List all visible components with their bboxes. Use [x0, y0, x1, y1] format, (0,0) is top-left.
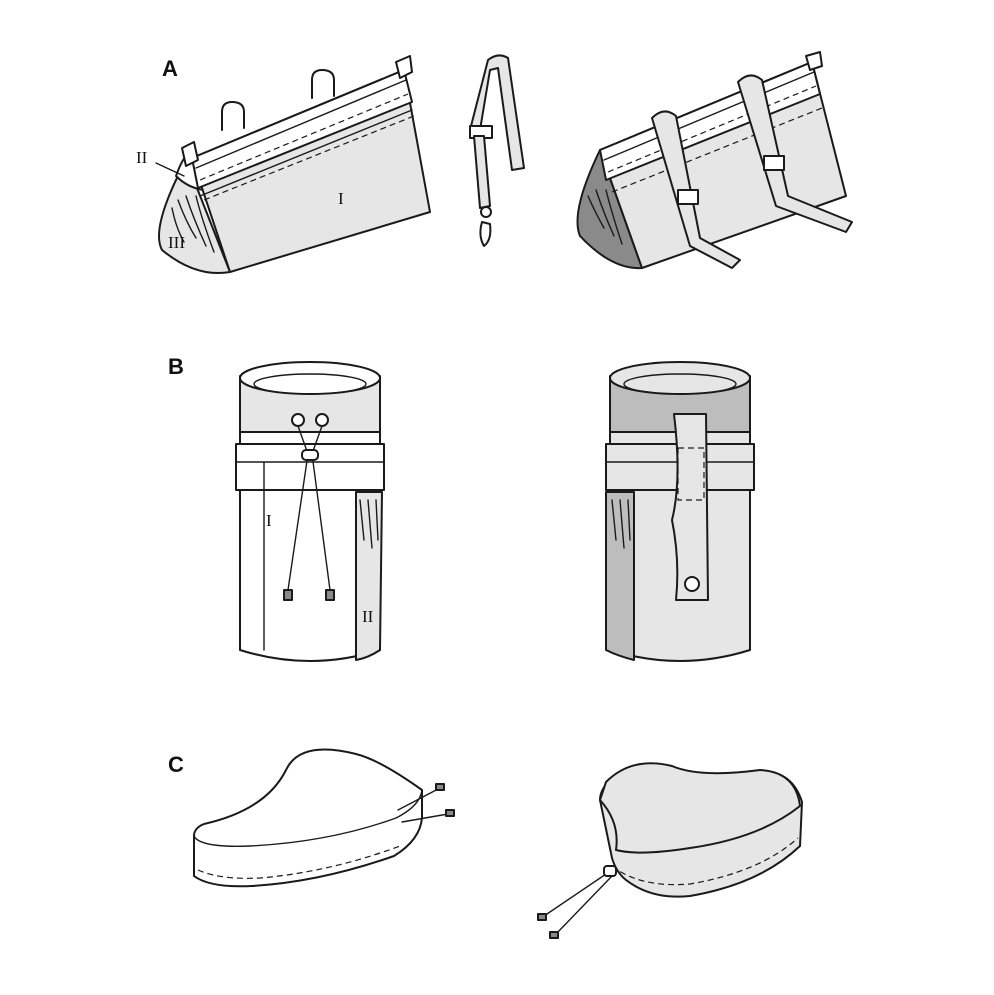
bottle-bag-front: I II [235, 361, 385, 662]
zipper-tab [395, 55, 413, 79]
top-opening-inner [623, 373, 737, 395]
mount-strap [737, 74, 853, 233]
eyelet [315, 413, 329, 427]
gathers [359, 499, 379, 549]
bag-end-panel-dark [576, 149, 643, 270]
saddle-cover-body [193, 748, 423, 888]
saddle-cover-angled [537, 762, 803, 939]
bag-end-panel [158, 159, 231, 274]
cord-end [549, 931, 559, 939]
strap-buckle [677, 189, 699, 205]
top-opening-inner [253, 373, 367, 395]
cord-end [445, 809, 455, 817]
elastic-stitching [611, 837, 799, 886]
zipper-line [195, 79, 407, 169]
strap-buckle [763, 155, 785, 171]
saddle-edge [193, 789, 423, 847]
gathers [587, 189, 623, 245]
saddle-cover-side [193, 748, 455, 888]
part-label-i: I [266, 511, 272, 530]
strap-band [235, 443, 385, 491]
snap-button [684, 576, 700, 592]
part-label-i: I [338, 189, 344, 208]
stitch-line [203, 115, 415, 201]
cord-stopper [603, 865, 617, 877]
strap-ring [480, 206, 492, 218]
drawcord [397, 787, 449, 823]
strap-loop [221, 101, 245, 131]
eyelet [291, 413, 305, 427]
zipper-tab [181, 141, 199, 167]
part-label-ii: II [362, 607, 374, 626]
tab-stitching [677, 447, 705, 501]
section-c-label: C [168, 752, 184, 777]
section-a-label: A [162, 56, 178, 81]
gathers [171, 195, 215, 253]
section-b-label: B [168, 354, 184, 379]
leader-line [155, 162, 185, 177]
stitch-line [199, 93, 409, 181]
stitch-line [607, 85, 817, 173]
side-pocket-panel [355, 491, 383, 661]
saddle-top [599, 762, 801, 854]
cord-end [435, 783, 445, 791]
cord-stopper [301, 449, 319, 461]
elastic-stitching [197, 845, 401, 879]
shoulder-strap [469, 54, 525, 247]
zipper-line [603, 71, 815, 161]
strap-band-lower [473, 135, 491, 209]
mount-strap [651, 110, 741, 269]
strap-band [469, 54, 525, 171]
bag-a-back-view [576, 51, 853, 270]
part-label-ii: II [136, 148, 148, 167]
side-pocket-panel [605, 491, 635, 661]
drawcord [543, 869, 613, 935]
bottle-bag-back [605, 361, 755, 662]
gathers [611, 499, 631, 549]
mounting-tab [671, 413, 709, 601]
zipper-band [191, 69, 413, 189]
cord-end [537, 913, 547, 921]
cord-end [283, 589, 293, 601]
bag-a-front-view: I II III [136, 55, 431, 274]
seam-line [199, 109, 413, 197]
cord-end [325, 589, 335, 601]
zipper-tab [805, 51, 823, 71]
part-label-iii: III [168, 233, 185, 252]
swivel-hook [479, 221, 492, 247]
strap-loop [311, 69, 335, 99]
stitch-line [611, 107, 823, 193]
